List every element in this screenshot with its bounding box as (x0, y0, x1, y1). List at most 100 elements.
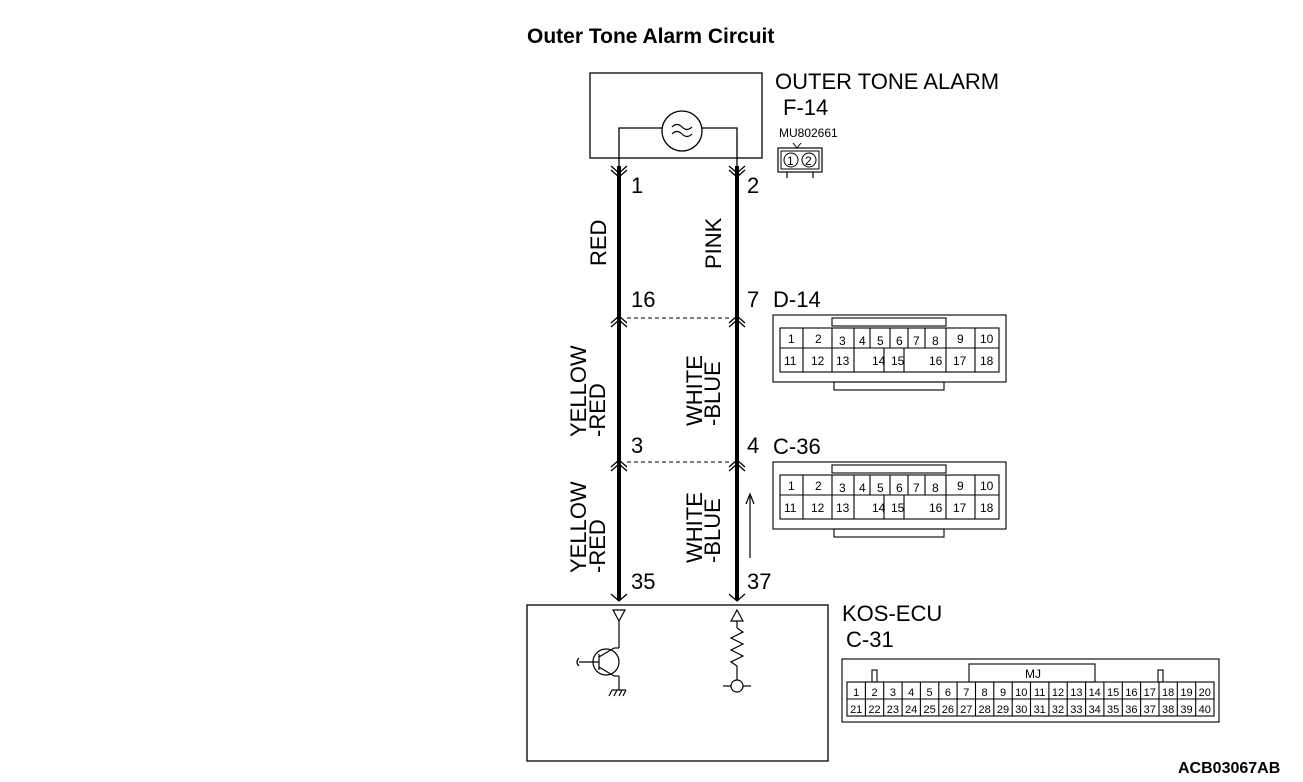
c36-pin: 14 (872, 501, 886, 515)
right-lower-wire-color-2: -BLUE (700, 498, 725, 563)
d14-label: D-14 (773, 287, 821, 312)
c36-pin: 9 (957, 479, 964, 493)
c36-pin: 11 (784, 501, 797, 515)
c31-pin: 37 (1144, 704, 1156, 716)
f14-pin-2: 2 (805, 154, 812, 168)
c31-pin: 19 (1180, 687, 1192, 699)
d14-pin: 8 (932, 334, 939, 348)
c31-pin: 10 (1015, 687, 1027, 699)
c31-pin: 1 (853, 687, 859, 699)
left-lower-wire-color-2: -RED (585, 519, 610, 573)
d14-pin: 4 (859, 334, 866, 348)
c31-pin: 9 (1000, 687, 1006, 699)
c31-pin: 8 (982, 687, 988, 699)
c31-pin: 40 (1199, 704, 1211, 716)
transistor-icon (576, 609, 627, 697)
c36-pin: 6 (896, 481, 903, 495)
c31-pin: 28 (978, 704, 990, 716)
c31-pin: 34 (1089, 704, 1101, 716)
c36-pin: 5 (877, 481, 884, 495)
c31-pin: 7 (963, 687, 969, 699)
c36-pin: 12 (811, 501, 825, 515)
d14-pin: 17 (953, 354, 967, 368)
c31-pin: 13 (1070, 687, 1082, 699)
c36-pin: 18 (980, 501, 994, 515)
c36-label: C-36 (773, 434, 821, 459)
connector-chevrons (610, 165, 746, 602)
d14-pin: 9 (957, 332, 964, 346)
right-d14-pin: 7 (747, 287, 759, 312)
left-d14-pin: 16 (631, 287, 655, 312)
c31-pin: 25 (923, 704, 935, 716)
d14-pin: 2 (815, 332, 822, 346)
d14-pin: 5 (877, 334, 884, 348)
left-upper-wire-color: RED (586, 220, 611, 266)
c31-pin: 15 (1107, 687, 1119, 699)
right-c36-pin: 4 (747, 433, 759, 458)
d14-pins: 1 2 3 4 5 6 7 8 9 10 11 12 13 14 15 16 1… (784, 332, 994, 368)
kos-ecu-component (526, 604, 829, 762)
d14-pin: 10 (980, 332, 994, 346)
c31-pin: 3 (890, 687, 896, 699)
c31-pin: 35 (1107, 704, 1119, 716)
c31-pin: 33 (1070, 704, 1082, 716)
c31-pin: 31 (1034, 704, 1046, 716)
left-lower-wire-color-1: YELLOW (566, 481, 591, 573)
c31-pin: 30 (1015, 704, 1027, 716)
c36-pin: 13 (836, 501, 850, 515)
c31-pin: 23 (887, 704, 899, 716)
d14-connector-icon (772, 314, 1007, 391)
c36-pins: 1 2 3 4 5 6 7 8 9 10 11 12 13 14 15 16 1… (784, 479, 994, 515)
c31-pin: 36 (1125, 704, 1137, 716)
c31-pin: 29 (997, 704, 1009, 716)
diagram-title: Outer Tone Alarm Circuit (527, 25, 774, 48)
c31-connector-icon (841, 658, 1220, 723)
d14-pin: 3 (839, 334, 846, 348)
d14-pin: 16 (929, 354, 943, 368)
alarm-name: OUTER TONE ALARM (775, 69, 999, 94)
c36-pin: 15 (891, 501, 905, 515)
d14-pin: 13 (836, 354, 850, 368)
c31-pin: 22 (868, 704, 880, 716)
left-top-pin: 1 (631, 173, 643, 198)
d14-pin: 7 (913, 334, 920, 348)
f14-pin-1: 1 (787, 154, 794, 168)
alarm-part-number: MU802661 (779, 126, 838, 140)
c31-pin: 16 (1125, 687, 1137, 699)
c31-key-label: MJ (1025, 667, 1041, 681)
c31-pin: 11 (1034, 687, 1045, 699)
right-upper-wire-color: PINK (701, 217, 726, 269)
alarm-connector-label: F-14 (783, 95, 828, 120)
c36-pin: 1 (788, 479, 795, 493)
c31-pin: 6 (945, 687, 951, 699)
c31-pin: 38 (1162, 704, 1174, 716)
left-c36-pin: 3 (631, 433, 643, 458)
c31-pin: 12 (1052, 687, 1064, 699)
c36-pin: 8 (932, 481, 939, 495)
right-ecu-pin: 37 (747, 569, 771, 594)
c31-pin: 24 (905, 704, 917, 716)
c31-pin: 20 (1199, 687, 1211, 699)
pullup-resistor-icon (723, 608, 751, 693)
c31-pin: 39 (1180, 704, 1192, 716)
c31-pin: 2 (871, 687, 877, 699)
right-lower-wire-color-1: WHITE (682, 492, 707, 563)
figure-code: ACB03067AB (1178, 760, 1280, 777)
buzzer-icon (661, 110, 703, 152)
d14-pin: 6 (896, 334, 903, 348)
f14-connector-icon: 1 2 (777, 142, 823, 178)
c31-pin: 17 (1144, 687, 1156, 699)
c31-pin: 14 (1089, 687, 1101, 699)
d14-pin: 11 (784, 354, 797, 368)
c31-pin: 4 (908, 687, 914, 699)
c36-connector-icon (772, 461, 1007, 538)
c36-pin: 10 (980, 479, 994, 493)
c36-pin: 17 (953, 501, 967, 515)
c36-pin: 16 (929, 501, 943, 515)
c36-pin: 7 (913, 481, 920, 495)
d14-pin: 15 (891, 354, 905, 368)
c36-pin: 3 (839, 481, 846, 495)
left-ecu-pin: 35 (631, 569, 655, 594)
